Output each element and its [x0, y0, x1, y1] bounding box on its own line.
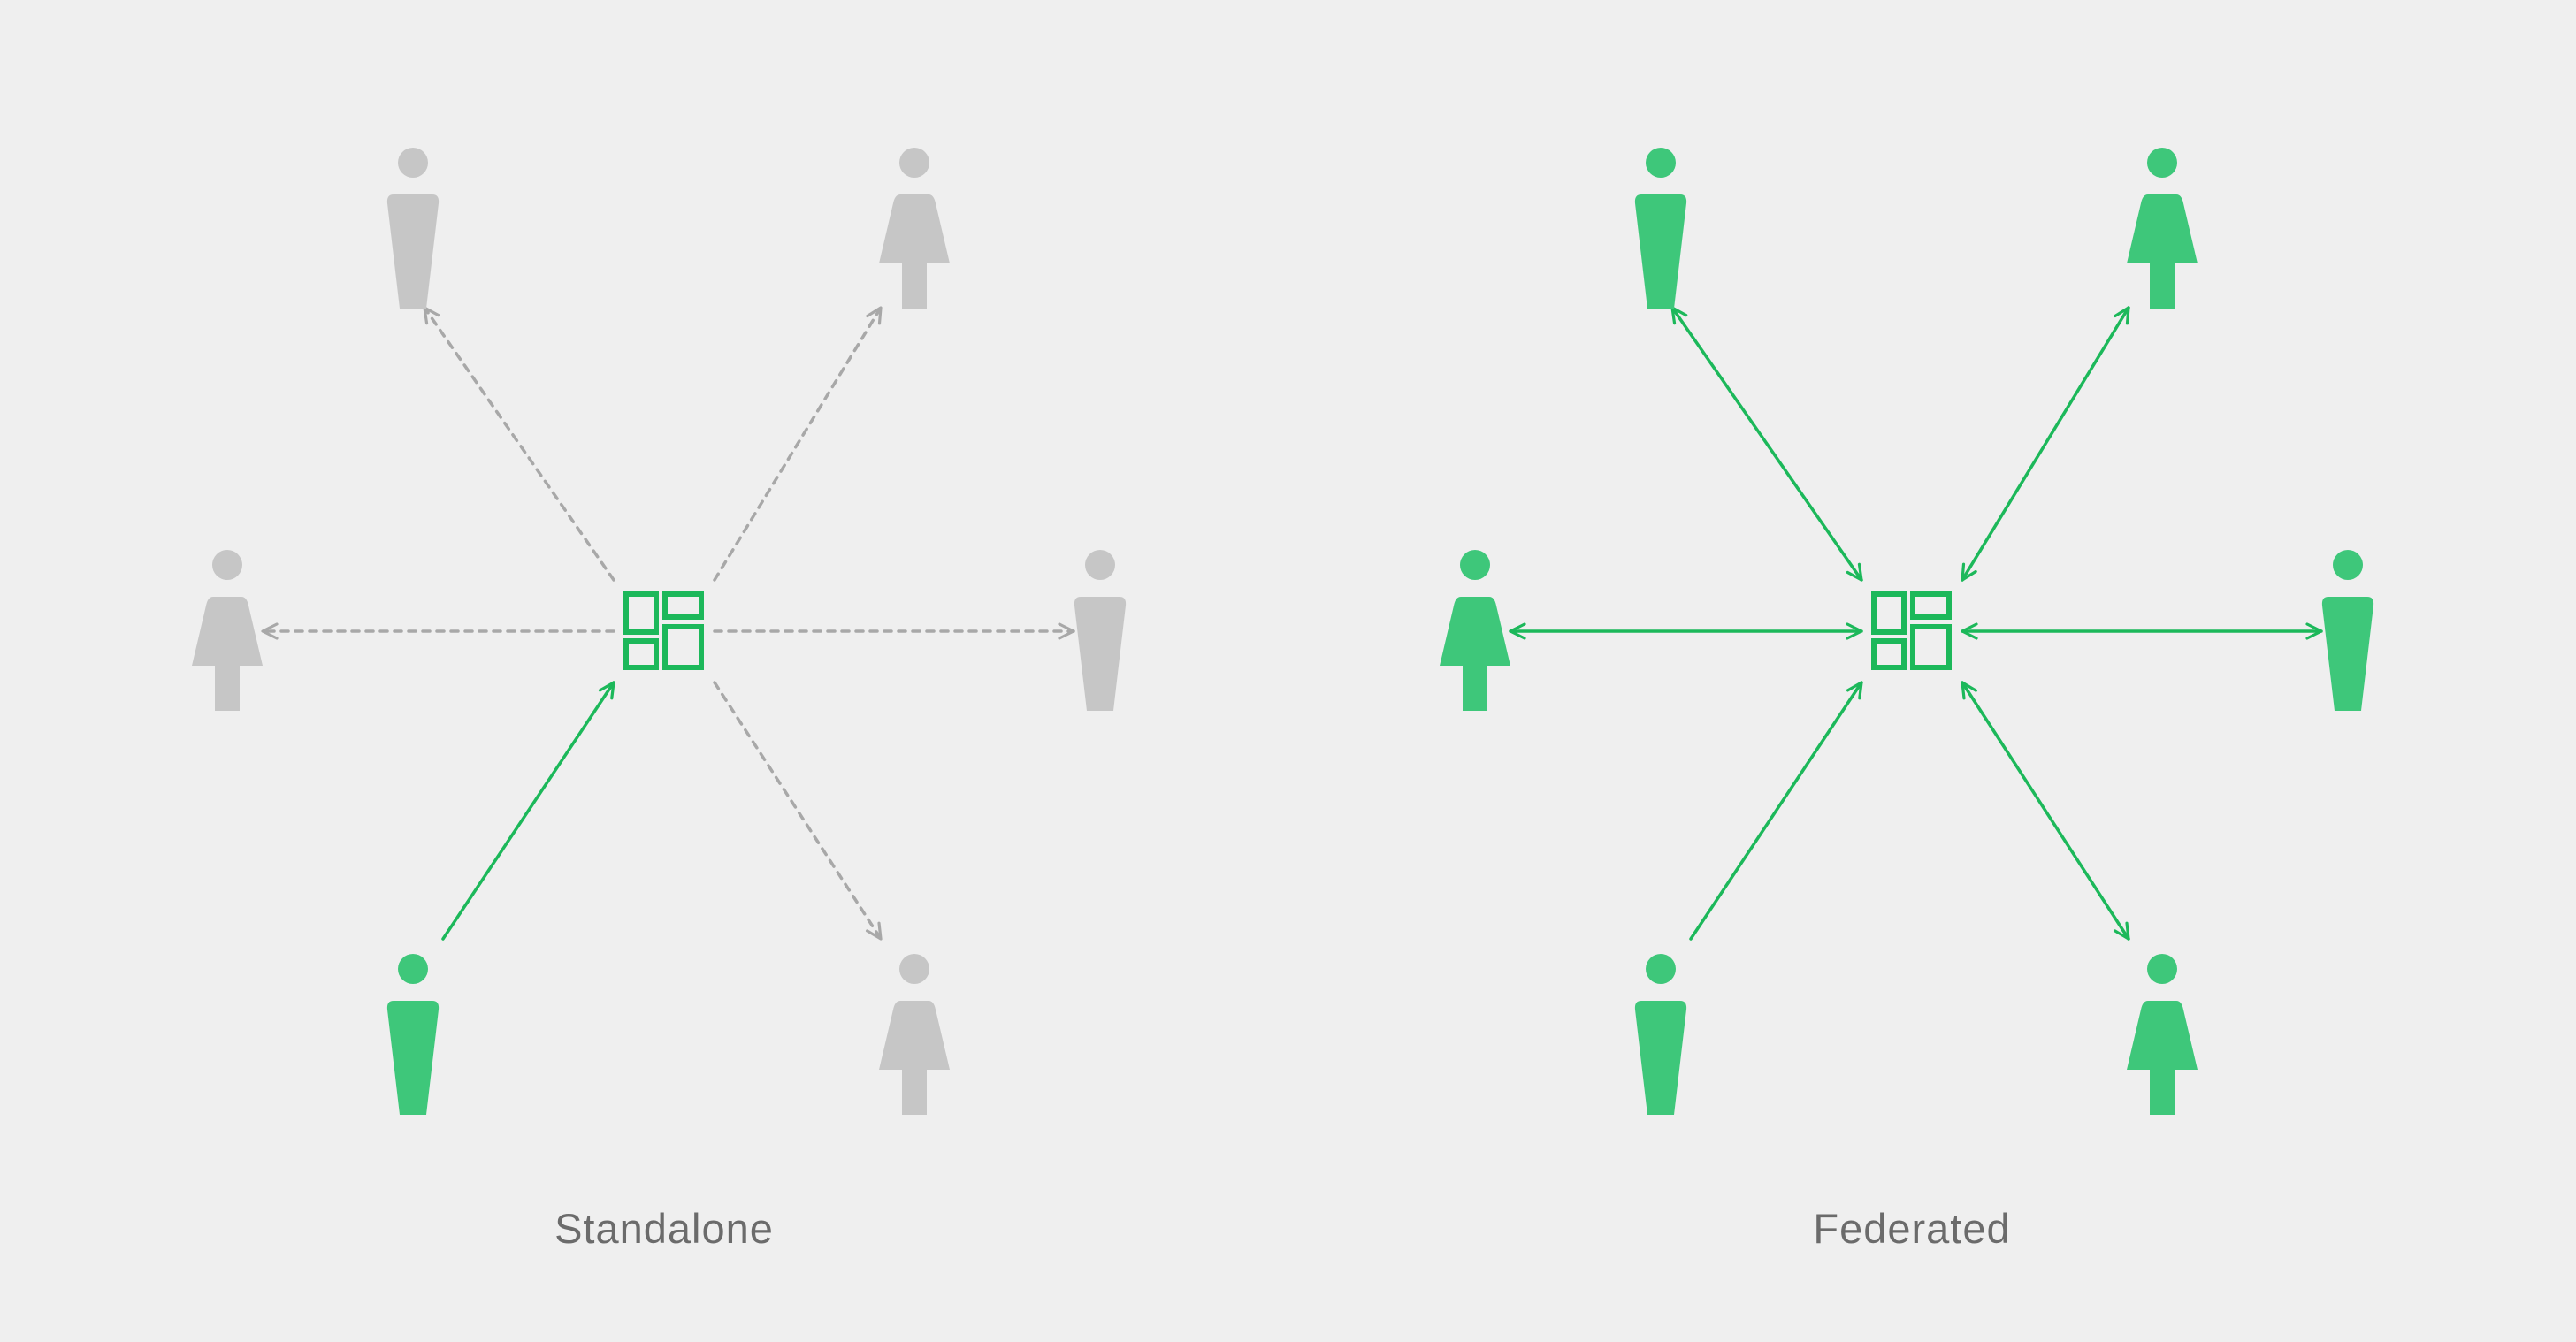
hub-tile [623, 638, 659, 670]
person-right [1074, 550, 1127, 711]
connection-arrow-top-right [1961, 306, 2130, 582]
person-bottom-right [2127, 954, 2198, 1115]
person-head [1460, 550, 1490, 580]
person-head [2147, 148, 2177, 178]
hub-tile [662, 591, 704, 620]
male-person-icon [1634, 194, 1687, 309]
federated-caption: Federated [1813, 1205, 2011, 1252]
person-head [899, 148, 929, 178]
app-grid-icon [1871, 591, 1952, 670]
person-head [398, 954, 428, 984]
person-head [1646, 954, 1676, 984]
person-head [2147, 954, 2177, 984]
female-person-icon [192, 597, 263, 711]
hub-tile [1910, 624, 1952, 670]
person-top-right [879, 148, 950, 309]
person-left [192, 550, 263, 711]
hub-tile [1910, 591, 1952, 620]
standalone-people [192, 148, 1127, 1115]
person-right [2321, 550, 2374, 711]
person-top-left [1634, 148, 1687, 309]
hub-tile [662, 624, 704, 670]
app-grid-icon [623, 591, 704, 670]
female-person-icon [2127, 194, 2198, 309]
female-person-icon [1440, 597, 1510, 711]
person-bottom-left [386, 954, 440, 1115]
hub-tile [1871, 591, 1907, 635]
person-head [899, 954, 929, 984]
male-person-icon [1634, 1001, 1687, 1115]
male-person-icon [386, 194, 440, 309]
person-head [212, 550, 242, 580]
person-left [1440, 550, 1510, 711]
person-bottom-right [879, 954, 950, 1115]
person-head [2333, 550, 2363, 580]
connection-arrow-top-left [1670, 306, 1863, 582]
connection-arrow-top-left [423, 306, 615, 582]
federated-panel [1440, 148, 2374, 1115]
hub-tile [1871, 638, 1907, 670]
federated-people [1440, 148, 2374, 1115]
person-top-left [386, 148, 440, 309]
female-person-icon [879, 1001, 950, 1115]
federated-connections [1509, 306, 2323, 941]
person-bottom-left [1634, 954, 1687, 1115]
standalone-connections [261, 306, 1075, 941]
male-person-icon [1074, 597, 1127, 711]
connection-arrow-bottom-right [1961, 681, 2130, 941]
connection-arrow-bottom-right [713, 681, 883, 941]
standalone-caption: Standalone [554, 1205, 774, 1252]
connection-arrow-bottom-left [1689, 681, 1863, 941]
person-head [398, 148, 428, 178]
female-person-icon [2127, 1001, 2198, 1115]
person-head [1646, 148, 1676, 178]
connection-arrow-bottom-left [441, 681, 615, 941]
male-person-icon [386, 1001, 440, 1115]
male-person-icon [2321, 597, 2374, 711]
hub-tile [623, 591, 659, 635]
standalone-panel [192, 148, 1127, 1115]
person-head [1085, 550, 1115, 580]
female-person-icon [879, 194, 950, 309]
person-top-right [2127, 148, 2198, 309]
connection-arrow-top-right [713, 306, 883, 582]
